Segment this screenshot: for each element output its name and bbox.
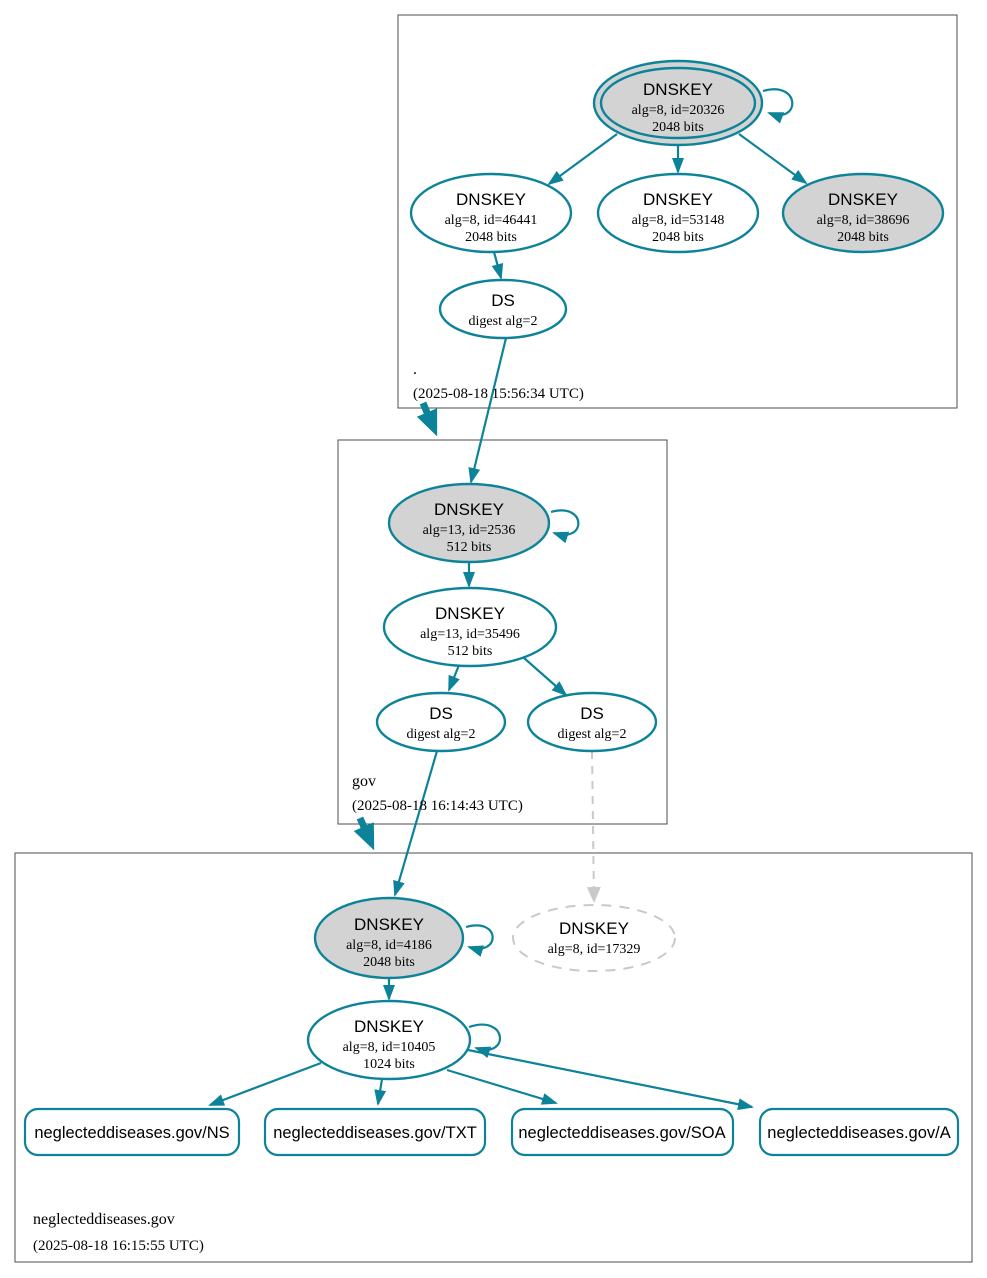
node-detail: 2048 bits (837, 230, 889, 245)
dnskey-node-20326[interactable]: DNSKEY alg=8, id=20326 2048 bits (592, 59, 764, 147)
node-detail: 2048 bits (652, 230, 704, 245)
rrset-soa[interactable]: neglecteddiseases.gov/SOA (510, 1107, 735, 1157)
node-detail: alg=8, id=38696 (817, 213, 910, 228)
dnskey-node-17329-missing[interactable]: DNSKEY alg=8, id=17329 (512, 904, 676, 972)
delegation-arrow-gov-nd (353, 816, 375, 851)
rrset-ns[interactable]: neglecteddiseases.gov/NS (23, 1107, 241, 1157)
ds-node-root[interactable]: DS digest alg=2 (438, 278, 568, 340)
node-detail: 2048 bits (465, 230, 517, 245)
zone-label-neglecteddiseases: neglecteddiseases.gov (33, 1211, 175, 1228)
node-detail: alg=8, id=4186 (346, 938, 432, 953)
node-detail: digest alg=2 (469, 314, 538, 329)
node-detail: 2048 bits (652, 120, 704, 135)
rrset-a[interactable]: neglecteddiseases.gov/A (758, 1107, 960, 1157)
node-title: DNSKEY (559, 919, 629, 938)
rrset-label: neglecteddiseases.gov/A (767, 1124, 950, 1142)
node-detail: alg=8, id=17329 (548, 942, 641, 957)
edge-20326-46441 (547, 133, 618, 186)
rrset-txt[interactable]: neglecteddiseases.gov/TXT (263, 1107, 487, 1157)
dnskey-node-46441[interactable]: DNSKEY alg=8, id=46441 2048 bits (409, 172, 573, 254)
zone-box-root (397, 14, 958, 409)
delegation-arrow-root-gov (416, 401, 438, 437)
dnskey-node-35496[interactable]: DNSKEY alg=13, id=35496 512 bits (382, 586, 558, 668)
edges (208, 88, 808, 1111)
node-title: DNSKEY (456, 190, 526, 209)
node-detail: alg=13, id=2536 (423, 523, 516, 538)
zone-timestamp-gov: (2025-08-18 16:14:43 UTC) (352, 798, 523, 814)
ds-node-gov-2[interactable]: DS digest alg=2 (526, 691, 658, 753)
node-title: DNSKEY (643, 190, 713, 209)
node-detail: alg=13, id=35496 (420, 627, 520, 642)
edge-35496-ds2 (523, 657, 568, 697)
node-title: DS (491, 291, 515, 310)
edge-10405-a (467, 1048, 754, 1111)
ds-node-gov-1[interactable]: DS digest alg=2 (375, 691, 507, 753)
rrset-label: neglecteddiseases.gov/TXT (273, 1124, 477, 1142)
dnskey-node-10405[interactable]: DNSKEY alg=8, id=10405 1024 bits (306, 999, 472, 1081)
edge-govds1-4186 (393, 750, 439, 897)
edge-10405-txt (374, 1078, 387, 1106)
node-detail: 1024 bits (363, 1057, 415, 1072)
self-loop-4186 (465, 924, 494, 957)
node-title: DS (429, 704, 453, 723)
node-detail: alg=8, id=53148 (632, 213, 725, 228)
node-detail: digest alg=2 (558, 727, 627, 742)
edge-rootds-2536 (468, 337, 508, 484)
node-title: DS (580, 704, 604, 723)
rrset-label: neglecteddiseases.gov/NS (34, 1124, 229, 1142)
node-detail: 512 bits (447, 540, 492, 555)
edge-10405-ns (208, 1061, 322, 1107)
node-title: DNSKEY (643, 80, 713, 99)
edge-20326-38696 (738, 133, 808, 185)
self-loop-2536 (550, 509, 580, 544)
edge-35496-ds1 (447, 664, 461, 692)
node-title: DNSKEY (828, 190, 898, 209)
zone-label-gov: gov (352, 773, 376, 790)
zone-label-root: . (413, 361, 417, 378)
dnskey-node-53148[interactable]: DNSKEY alg=8, id=53148 2048 bits (596, 172, 760, 254)
node-title: DNSKEY (435, 604, 505, 623)
node-detail: 512 bits (448, 644, 493, 659)
zone-timestamp-neglecteddiseases: (2025-08-18 16:15:55 UTC) (33, 1238, 204, 1254)
dnskey-node-38696[interactable]: DNSKEY alg=8, id=38696 2048 bits (781, 172, 945, 254)
edge-10405-soa (446, 1068, 558, 1105)
node-title: DNSKEY (434, 500, 504, 519)
zone-timestamp-root: (2025-08-18 15:56:34 UTC) (413, 386, 584, 402)
rrset-label: neglecteddiseases.gov/SOA (518, 1124, 725, 1142)
zone-box-gov (337, 439, 668, 825)
dnskey-node-4186[interactable]: DNSKEY alg=8, id=4186 2048 bits (313, 896, 465, 980)
self-loop-20326 (762, 88, 794, 124)
node-detail: 2048 bits (363, 955, 415, 970)
node-title: DNSKEY (354, 915, 424, 934)
dnskey-node-2536[interactable]: DNSKEY alg=13, id=2536 512 bits (387, 482, 551, 564)
node-detail: alg=8, id=10405 (343, 1040, 436, 1055)
node-detail: digest alg=2 (407, 727, 476, 742)
node-detail: alg=8, id=46441 (445, 213, 538, 228)
node-title: DNSKEY (354, 1017, 424, 1036)
zone-box-neglecteddiseases (14, 852, 973, 1263)
edge-46441-ds (491, 251, 504, 280)
edge-govds2-17329-dashed (586, 750, 601, 903)
self-loop-10405 (468, 1023, 501, 1059)
node-detail: alg=8, id=20326 (632, 103, 725, 118)
